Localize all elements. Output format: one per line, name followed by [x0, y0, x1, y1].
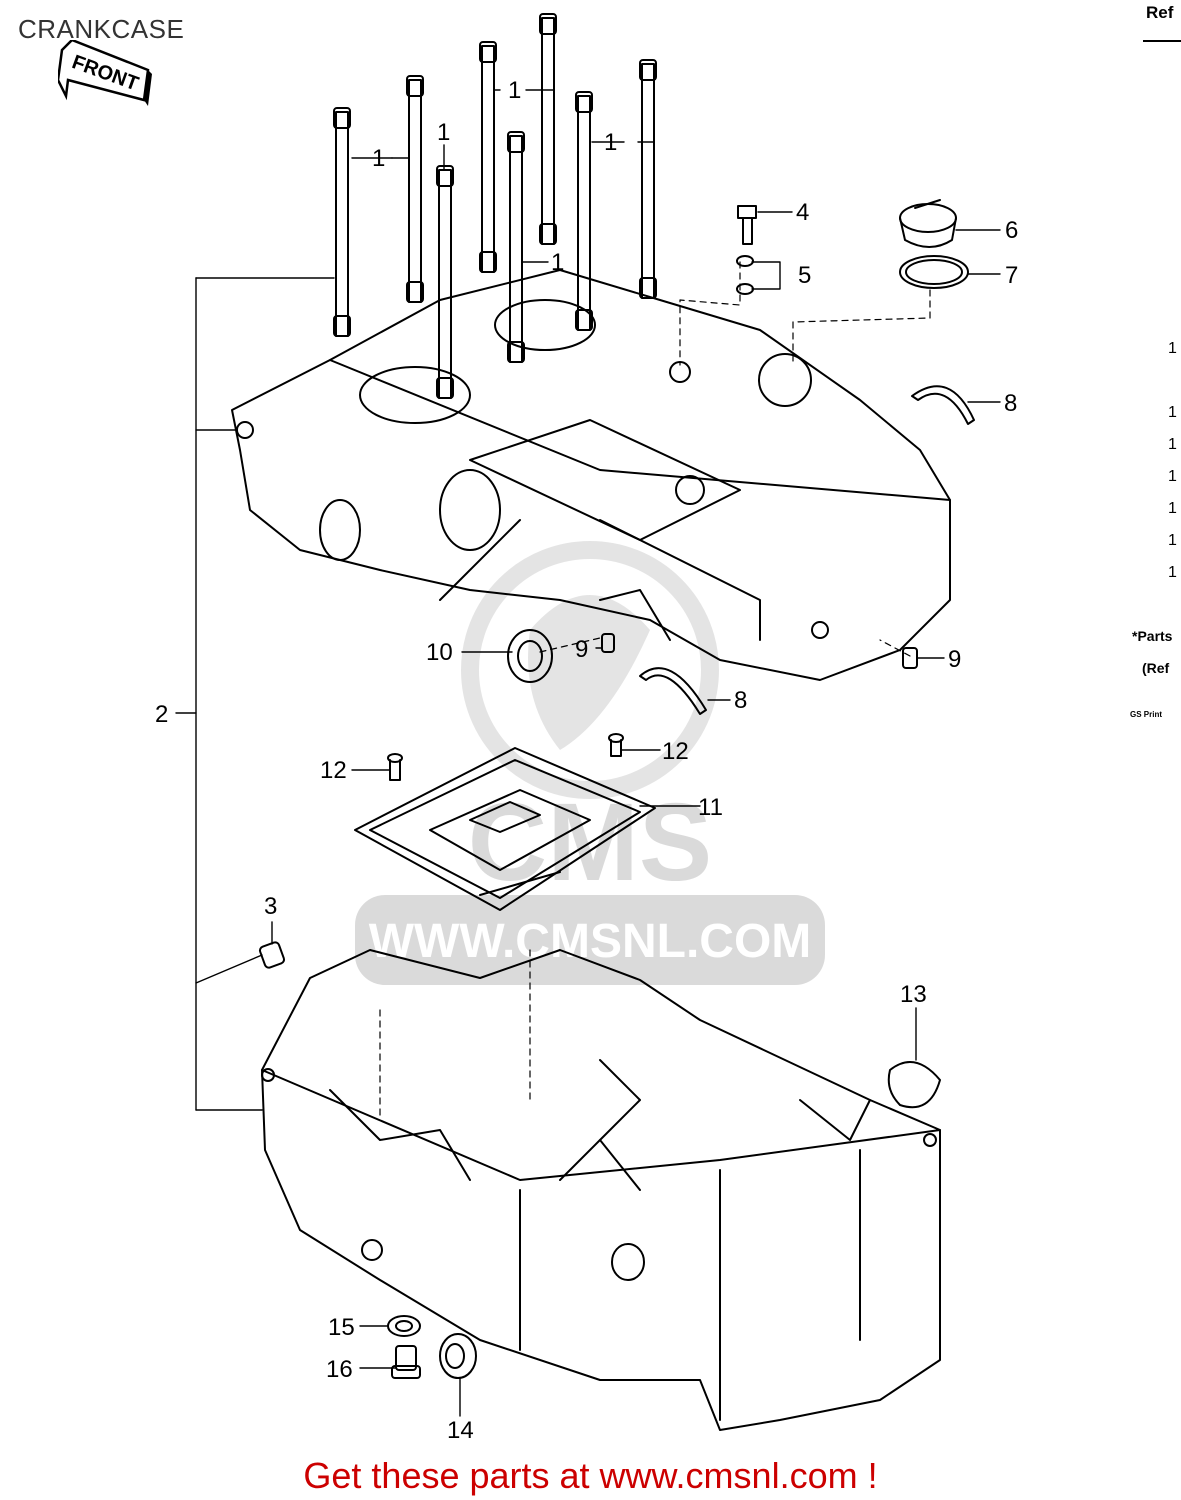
- drain-plug-16: [391, 1345, 421, 1379]
- breather-plate-11: [354, 747, 656, 911]
- parts-note: *Parts: [1132, 628, 1173, 644]
- callout-1: 1: [551, 249, 564, 276]
- ref-number: 1: [1168, 564, 1177, 581]
- callout-11: 11: [698, 794, 723, 821]
- callout-5: 5: [798, 262, 811, 289]
- callout-2: 2: [155, 701, 168, 728]
- upper-crankcase: [231, 269, 951, 681]
- ref-divider: [1143, 40, 1181, 42]
- callout-16: 16: [326, 1356, 353, 1383]
- footer-link[interactable]: Get these parts at www.cmsnl.com !: [303, 1455, 878, 1496]
- callout-15: 15: [328, 1314, 355, 1341]
- plug-3: [258, 941, 286, 969]
- callout-12: 12: [662, 738, 689, 765]
- callout-12: 12: [320, 757, 347, 784]
- oil-cap-6: [899, 199, 957, 248]
- front-arrow-icon: FRONT: [58, 40, 152, 106]
- page-title: CRANKCASE: [18, 14, 185, 44]
- ref-header: Ref: [1146, 3, 1174, 22]
- callout-13: 13: [900, 981, 927, 1008]
- reference-sidebar: Ref 1 1 1 1 1 1 1 *Parts (Ref GS Print: [1118, 0, 1181, 760]
- callout-9: 9: [948, 646, 961, 673]
- callout-1: 1: [437, 119, 450, 146]
- callout-14: 14: [447, 1417, 474, 1444]
- watermark-brand: CMS: [468, 785, 712, 904]
- stud-bolts: [333, 13, 657, 399]
- callout-10: 10: [426, 639, 453, 666]
- print-note: GS Print: [1130, 710, 1163, 719]
- dowel-9b: [902, 647, 918, 669]
- ref-number: 1: [1168, 468, 1177, 485]
- callout-7: 7: [1005, 262, 1018, 289]
- bolt-4: [737, 205, 757, 245]
- dowel-9: [601, 633, 615, 653]
- half-ring-8: [911, 385, 975, 425]
- watermark: CMS WWW.CMSNL.COM: [355, 785, 825, 985]
- seal-14: [439, 1333, 477, 1379]
- callout-3: 3: [264, 893, 277, 920]
- callout-1: 1: [508, 77, 521, 104]
- washer-15: [387, 1315, 421, 1337]
- callout-8: 8: [1004, 390, 1017, 417]
- screw-12a: [387, 753, 403, 781]
- o-ring-7: [899, 255, 969, 289]
- oil-seal-10: [507, 629, 553, 683]
- callout-6: 6: [1005, 217, 1018, 244]
- callout-9: 9: [575, 636, 588, 663]
- ref-number: 1: [1168, 532, 1177, 549]
- ref-number: 1: [1168, 436, 1177, 453]
- callout-1: 1: [372, 145, 385, 172]
- callout-4: 4: [796, 199, 809, 226]
- callout-8: 8: [734, 687, 747, 714]
- ref-number: 1: [1168, 404, 1177, 421]
- ref-number: 1: [1168, 340, 1177, 357]
- watermark-url: WWW.CMSNL.COM: [369, 915, 812, 968]
- ref-note: (Ref: [1142, 660, 1170, 676]
- callout-1: 1: [604, 129, 617, 156]
- clip-13: [887, 1061, 941, 1109]
- lower-crankcase: [261, 949, 941, 1431]
- ref-number: 1: [1168, 500, 1177, 517]
- screw-12b: [608, 733, 624, 757]
- half-ring-8b: [639, 667, 707, 715]
- watermark-logo-icon: [461, 541, 719, 799]
